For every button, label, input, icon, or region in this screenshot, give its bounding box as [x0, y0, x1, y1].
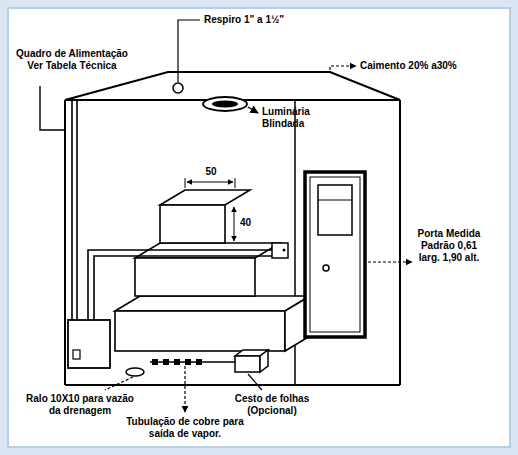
pipe-outlet: [196, 359, 202, 365]
callout-label: Luminária Blindada: [262, 106, 332, 130]
leader-line: [40, 86, 64, 130]
callout-label: Respiro 1" a 1½": [204, 14, 364, 26]
leader-line: [178, 20, 200, 82]
window-bar: [318, 200, 352, 201]
pipe-outlet: [152, 359, 158, 365]
dimension-line: [234, 207, 235, 241]
dimension-label: 40: [240, 217, 264, 229]
door-knob: [323, 265, 329, 271]
pipe-outlets: [152, 359, 202, 365]
door-frame: [310, 177, 360, 332]
panel-ground: [8, 8, 510, 447]
leader-line: [368, 261, 412, 262]
callout-label: Quadro de Alimentação Ver Tabela Técnica: [14, 48, 130, 72]
leader-line: [184, 366, 185, 412]
vent: [173, 83, 183, 93]
panel-switch: [73, 350, 80, 359]
floor-drain: [126, 368, 144, 376]
callout-label: Caimento 20% a30%: [360, 60, 505, 72]
leaf-basket: [235, 350, 268, 372]
leader-line: [105, 377, 133, 390]
leader-line: [248, 374, 262, 390]
pipe-outlet: [163, 359, 169, 365]
luminaire: [203, 97, 247, 111]
door: [305, 172, 365, 337]
control-panel: [68, 320, 110, 368]
callout-label: Tubulação de cobre para saída de vapor.: [115, 416, 255, 440]
switch-dot: [283, 249, 286, 252]
pipe-outlet: [185, 359, 191, 365]
bench-steps: [115, 190, 310, 351]
callout-label: Cesto de folhas (Opcional): [222, 393, 322, 417]
luminaire-lens: [212, 101, 238, 108]
callout-label: Porta Medida Padrão 0,61 larg. 1,90 alt.: [414, 228, 484, 264]
switch-box: [272, 243, 288, 258]
leader-line: [330, 66, 356, 70]
steam-pipe: [150, 361, 235, 362]
leader-line: [248, 107, 258, 113]
power-wires: [72, 100, 272, 320]
room-outline: [65, 72, 400, 385]
dimension-tick: [185, 178, 186, 188]
dimension-line: [187, 182, 233, 183]
dimension-label: 50: [199, 166, 223, 178]
door-window: [318, 185, 352, 235]
pipe-outlet: [174, 359, 180, 365]
callout-label: Ralo 10X10 para vazão da drenagem: [20, 393, 140, 417]
dimension-tick: [235, 178, 236, 188]
